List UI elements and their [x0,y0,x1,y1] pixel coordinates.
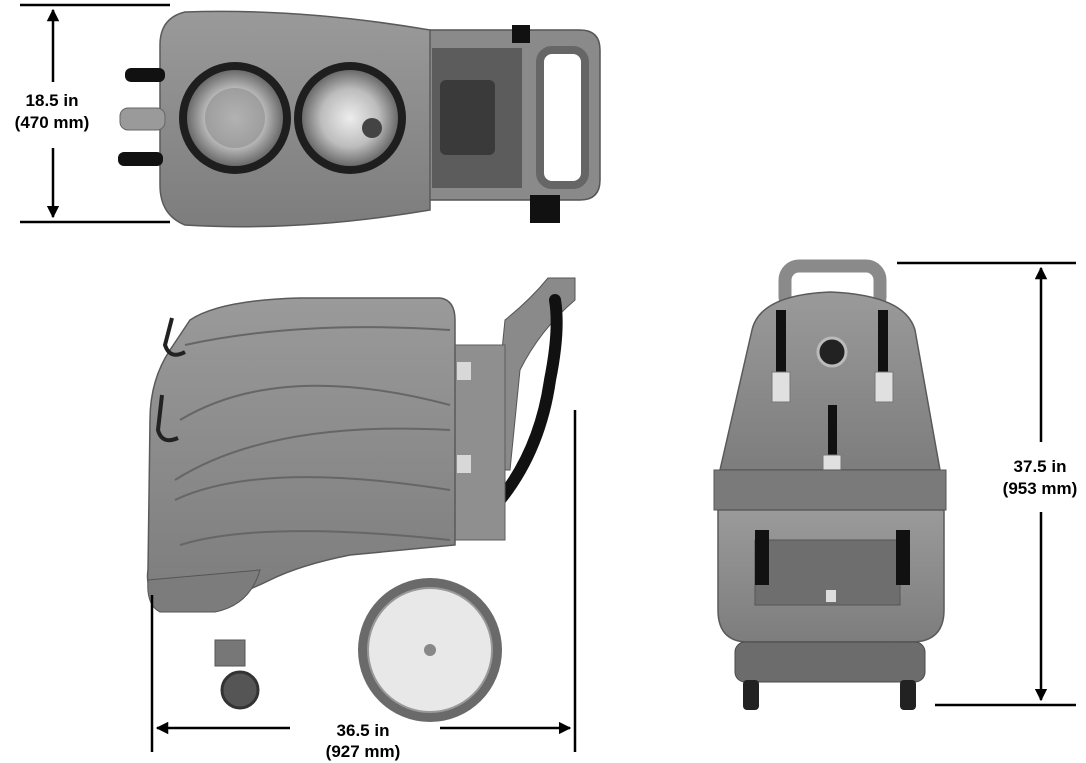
height-metric-label: (953 mm) [1003,479,1078,498]
side-view-contour [179,384,451,421]
front-view-bracket-right [874,371,894,403]
front-view-hose-port [816,336,848,368]
side-view-hook-bottom [155,394,179,443]
front-view-center-latch [828,405,837,455]
front-view-caster-left [743,680,759,710]
front-view-bracket-left [771,371,791,403]
side-view-dimension: 36.5 in (927 mm) [150,410,577,761]
top-view-latch-bottom [118,152,163,166]
side-view-body [146,297,456,601]
front-view-strap-right [878,310,888,372]
front-view: 37.5 in (953 mm) [713,259,1078,710]
top-view: 18.5 in (470 mm) [15,3,601,228]
front-view-strap-left [776,310,786,372]
side-view-caster [214,639,260,710]
top-view-handle [424,25,601,223]
width-metric-label: (470 mm) [15,113,90,132]
top-view-latch-top [125,68,165,82]
side-view: 36.5 in (927 mm) [146,277,577,761]
front-view-drain [826,590,836,602]
side-view-hook-top [162,317,186,357]
side-view-handle [489,277,576,471]
height-imperial-label: 37.5 in [1014,457,1067,476]
front-view-lower-latch-right [896,530,910,585]
top-view-dimension: 18.5 in (470 mm) [15,3,170,224]
side-view-tray [147,569,261,613]
front-view-mid-band [713,469,947,511]
side-view-contour [179,530,451,546]
side-view-latch-plate [457,362,471,380]
top-view-dome-right [294,62,406,174]
side-view-contour [174,427,451,481]
top-view-dome-left [179,62,291,174]
length-imperial-label: 36.5 in [337,721,390,740]
side-view-rear-wheel [358,578,502,722]
top-view-hose-port [119,107,166,131]
side-view-contour [184,326,451,346]
front-view-base [734,641,926,683]
side-view-latch-plate [457,455,471,473]
front-view-caster-right [900,680,916,710]
front-view-dimension: 37.5 in (953 mm) [897,261,1078,707]
length-metric-label: (927 mm) [326,742,401,761]
width-imperial-label: 18.5 in [26,91,79,110]
side-view-contour [174,476,451,501]
front-view-lower-latch-left [755,530,769,585]
